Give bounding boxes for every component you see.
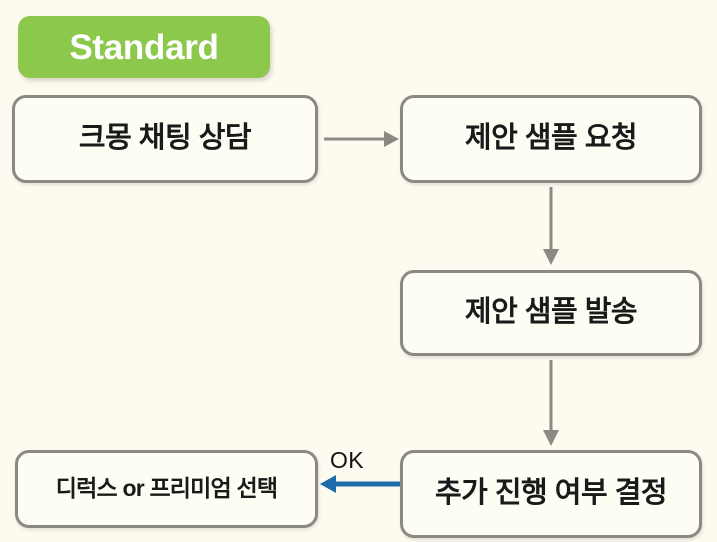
node-sample-request-label: 제안 샘플 요청 [464, 122, 638, 155]
arrow-down-icon-request-to-send [543, 187, 559, 265]
node-plan-select-label: 디럭스 or 프리미엄 선택 [55, 475, 278, 502]
node-sample-send[interactable]: 제안 샘플 발송 [400, 270, 702, 356]
arrow-right-icon-chat-to-request [324, 131, 399, 147]
node-chat[interactable]: 크몽 채팅 상담 [12, 95, 318, 183]
connector-label-ok: OK [330, 447, 364, 473]
standard-badge: Standard [18, 16, 270, 78]
node-proceed-decision-label: 추가 진행 여부 결정 [434, 477, 668, 510]
node-plan-select[interactable]: 디럭스 or 프리미엄 선택 [15, 450, 318, 528]
arrow-left-icon-decide-to-select [320, 475, 400, 493]
node-chat-label: 크몽 채팅 상담 [78, 122, 252, 155]
node-proceed-decision[interactable]: 추가 진행 여부 결정 [400, 450, 702, 538]
node-sample-request[interactable]: 제안 샘플 요청 [400, 95, 702, 183]
standard-badge-label: Standard [69, 27, 219, 67]
node-sample-send-label: 제안 샘플 발송 [464, 296, 638, 329]
arrow-down-icon-send-to-decide [543, 360, 559, 446]
